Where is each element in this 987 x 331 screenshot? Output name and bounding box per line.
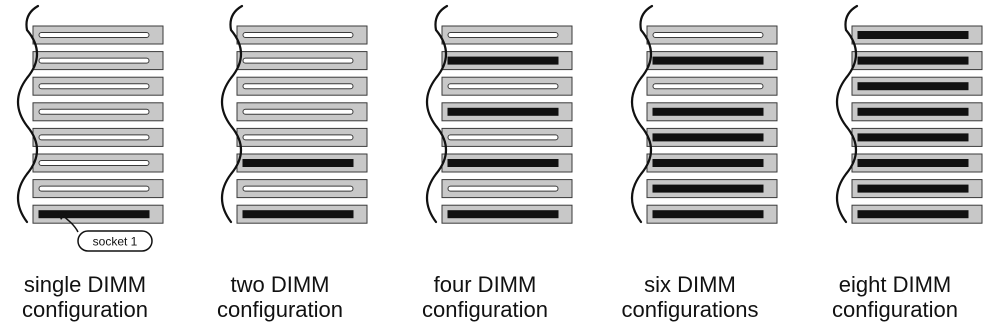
- installed-dimm: [652, 56, 764, 65]
- empty-dimm-channel: [38, 32, 150, 38]
- callout-arrowhead-icon: [57, 211, 67, 220]
- installed-dimm: [447, 210, 559, 219]
- installed-dimm: [857, 107, 969, 116]
- caption-line-2: configurations: [621, 297, 759, 322]
- installed-dimm: [652, 184, 764, 193]
- dimm-board-2: [220, 4, 368, 224]
- empty-dimm-channel: [447, 83, 559, 90]
- caption-line-2: configuration: [422, 297, 548, 322]
- caption-eight-dimm: eight DIMM configuration: [795, 272, 987, 322]
- caption-line-1: four DIMM: [433, 272, 537, 297]
- empty-dimm-channel: [242, 185, 354, 192]
- installed-dimm: [857, 210, 969, 219]
- installed-dimm: [857, 133, 969, 142]
- caption-line-2: configuration: [832, 297, 958, 322]
- installed-dimm: [857, 159, 969, 167]
- board-edge-curve: [630, 4, 654, 224]
- dimm-board-5: [835, 4, 983, 224]
- installed-dimm: [38, 210, 150, 219]
- board-edge-curve: [835, 4, 859, 224]
- empty-dimm-channel: [38, 185, 150, 192]
- empty-dimm-channel: [38, 83, 150, 90]
- empty-dimm-channel: [242, 83, 354, 90]
- callout-label: socket 1: [93, 235, 138, 249]
- installed-dimm: [242, 159, 354, 167]
- boards-layer: [16, 4, 983, 224]
- caption-line-1: six DIMM: [644, 272, 736, 297]
- installed-dimm: [652, 133, 764, 142]
- empty-dimm-channel: [38, 57, 150, 64]
- installed-dimm: [447, 107, 559, 116]
- caption-line-1: eight DIMM: [838, 272, 952, 297]
- installed-dimm: [652, 159, 764, 167]
- installed-dimm: [447, 56, 559, 65]
- caption-line-1: single DIMM: [23, 272, 147, 297]
- empty-dimm-channel: [652, 83, 764, 90]
- empty-dimm-channel: [38, 108, 150, 115]
- board-edge-curve: [425, 4, 449, 224]
- empty-dimm-channel: [652, 32, 764, 38]
- installed-dimm: [652, 107, 764, 116]
- installed-dimm: [242, 210, 354, 219]
- caption-two-dimm: two DIMM configuration: [180, 272, 380, 322]
- installed-dimm: [652, 210, 764, 219]
- caption-four-dimm: four DIMM configuration: [385, 272, 585, 322]
- empty-dimm-channel: [447, 32, 559, 38]
- callout-bubble: [77, 230, 153, 252]
- installed-dimm: [857, 31, 969, 39]
- socket-1-callout: socket 1: [57, 211, 153, 252]
- installed-dimm: [447, 159, 559, 167]
- empty-dimm-channel: [242, 57, 354, 64]
- empty-dimm-channel: [38, 134, 150, 141]
- empty-dimm-channel: [38, 160, 150, 166]
- installed-dimm: [857, 82, 969, 91]
- installed-dimm: [857, 184, 969, 193]
- empty-dimm-channel: [242, 134, 354, 141]
- caption-line-1: two DIMM: [230, 272, 330, 297]
- board-edge-curve: [16, 4, 40, 224]
- installed-dimm: [857, 56, 969, 65]
- dimm-board-3: [425, 4, 573, 224]
- empty-dimm-channel: [242, 108, 354, 115]
- board-edge-curve: [220, 4, 244, 224]
- caption-single-dimm: single DIMM configuration: [0, 272, 185, 322]
- dimm-board-4: [630, 4, 778, 224]
- caption-line-2: configuration: [22, 297, 148, 322]
- caption-line-2: configuration: [217, 297, 343, 322]
- dimm-board-1: [16, 4, 164, 224]
- empty-dimm-channel: [447, 134, 559, 141]
- caption-six-dimm: six DIMM configurations: [590, 272, 790, 322]
- empty-dimm-channel: [447, 185, 559, 192]
- empty-dimm-channel: [242, 32, 354, 38]
